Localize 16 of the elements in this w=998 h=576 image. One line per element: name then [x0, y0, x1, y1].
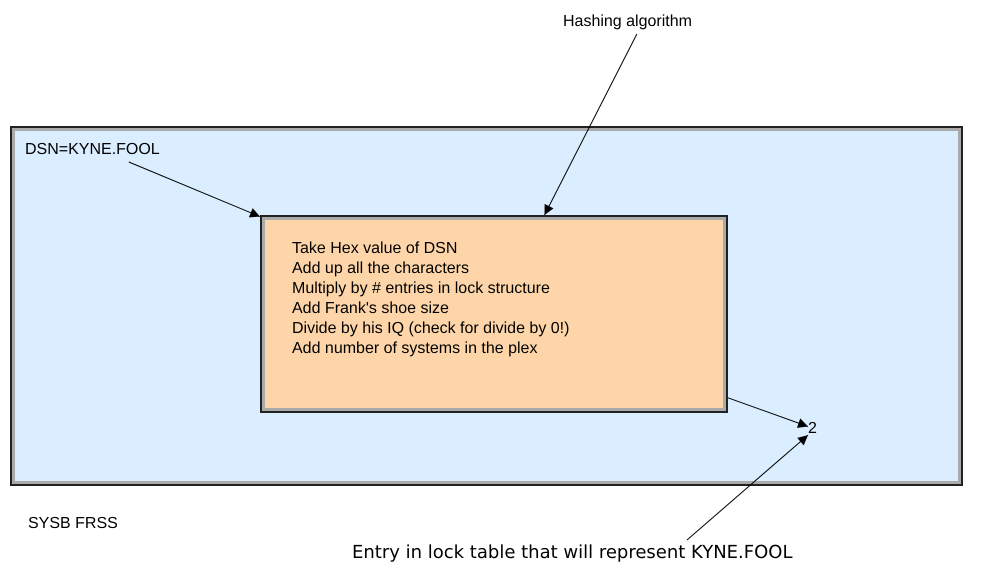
algorithm-step: Take Hex value of DSN [292, 239, 458, 259]
callout-text: Hashing algorithm [563, 10, 723, 34]
algorithm-step: Divide by his IQ (check for divide by 0!) [292, 319, 570, 339]
arrow [728, 397, 808, 428]
algorithm-box [260, 215, 728, 413]
algorithm-step: Add Frank's shoe size [292, 299, 449, 319]
arrow [128, 162, 260, 218]
callout-text: Entry in lock table that will represent KYNE.FOOL [352, 540, 992, 566]
lock-entry-number: 2 [808, 418, 822, 440]
algorithm-step: Add up all the characters [292, 259, 469, 279]
dataset-name-label: DSN=KYNE.FOOL [25, 138, 175, 162]
arrow [544, 34, 638, 216]
algorithm-step: Add number of systems in the plex [292, 339, 538, 359]
algorithm-step: Multiply by # entries in lock structure [292, 279, 550, 299]
frame-caption: SYSB FRSS [28, 514, 118, 534]
arrow [686, 434, 808, 540]
